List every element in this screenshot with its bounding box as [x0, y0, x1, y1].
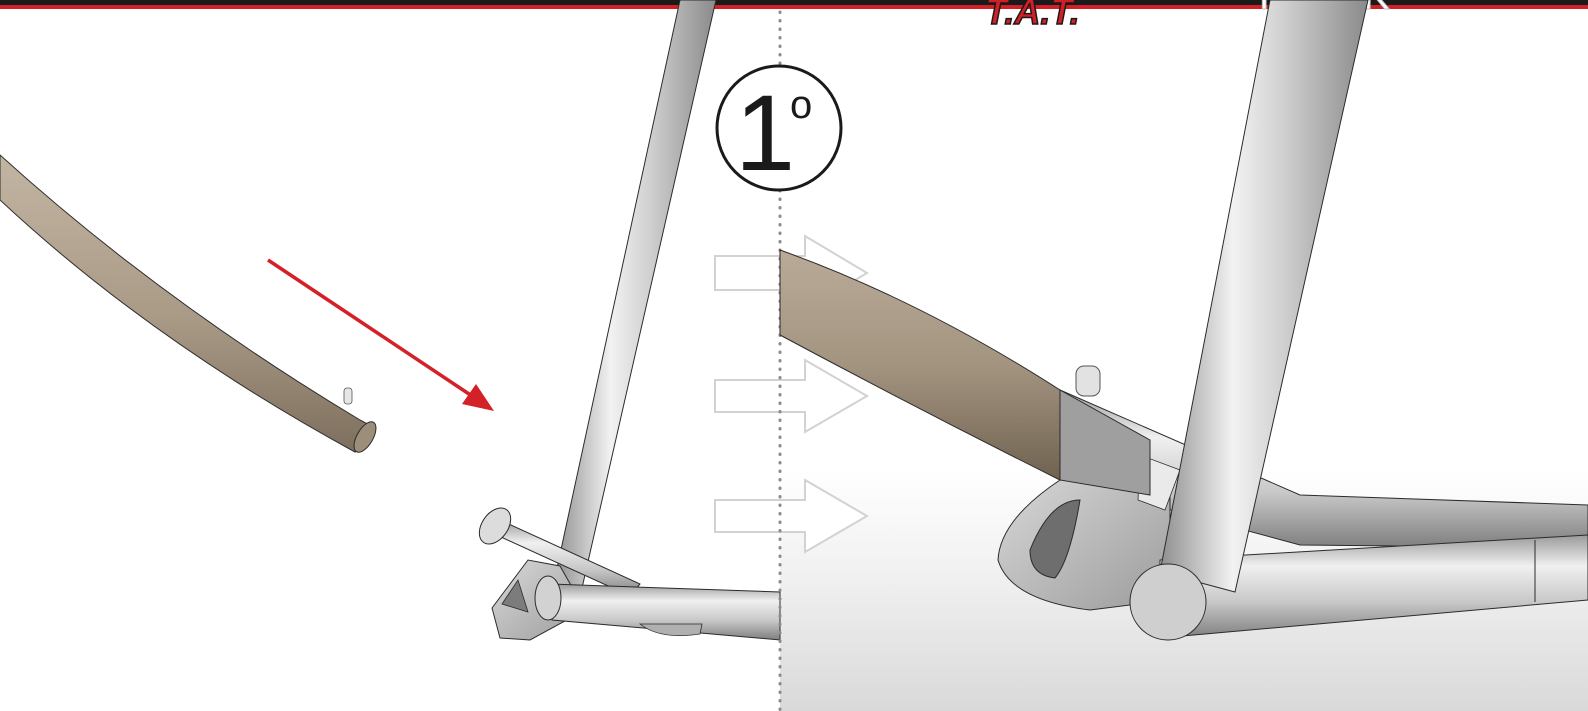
header-bar — [0, 0, 1588, 9]
step-circle-icon — [715, 64, 843, 192]
left-frame-upright-tube — [553, 0, 717, 589]
assembled-tan-tube — [779, 249, 1151, 496]
step-number: 1 — [735, 72, 795, 193]
right-frame-upright-tube — [1129, 0, 1369, 641]
loose-tan-tube — [0, 154, 377, 453]
header-logo: T.A.T. — [985, 0, 1080, 32]
right-frame-gusset — [997, 454, 1181, 611]
step-number-suffix: o — [790, 83, 812, 127]
insert-direction-arrow-icon — [267, 258, 494, 411]
